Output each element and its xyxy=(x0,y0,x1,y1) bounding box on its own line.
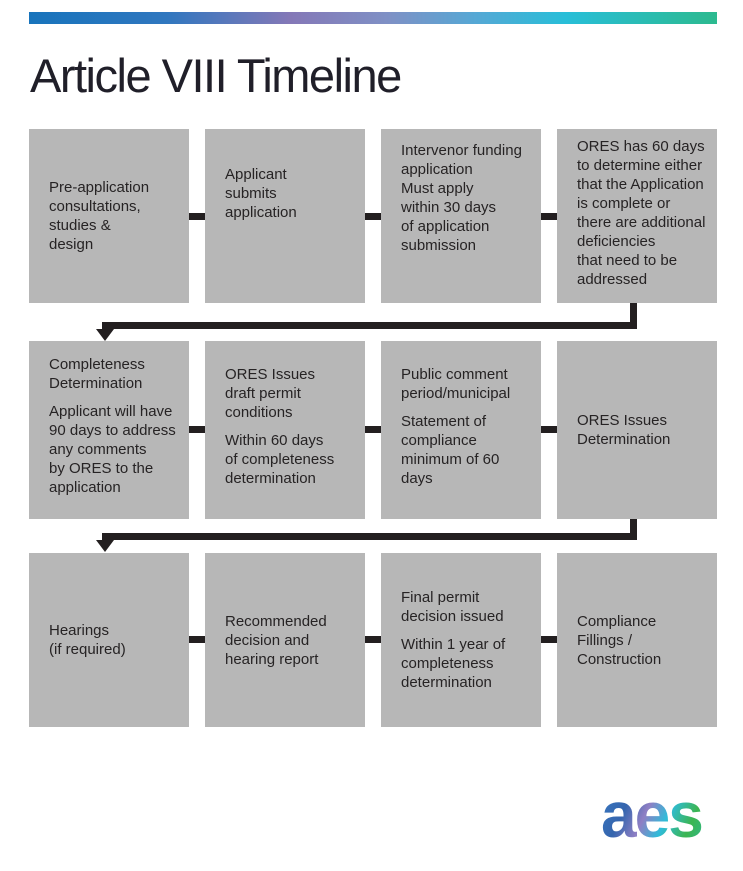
box-text: Within 1 year of completeness determinat… xyxy=(401,636,506,691)
connector-dash xyxy=(365,213,381,220)
box-ores-completeness-review: ORES has 60 days to determine either tha… xyxy=(557,129,717,303)
box-public-comment-period: Public comment period/municipal Statemen… xyxy=(381,341,541,519)
box-text: Recommended decision and hearing report xyxy=(225,612,327,668)
connector-line xyxy=(630,303,637,329)
box-text: Statement of compliance minimum of 60 da… xyxy=(401,413,500,487)
connector-line xyxy=(102,533,637,540)
arrow-down-icon xyxy=(96,540,114,552)
box-text: ORES has 60 days to determine either tha… xyxy=(577,138,706,288)
connector-dash xyxy=(189,426,205,433)
box-text: Completeness Determination xyxy=(49,356,145,392)
connector-line xyxy=(630,519,637,540)
connector-dash xyxy=(541,426,557,433)
box-ores-issues-determination: ORES Issues Determination xyxy=(557,341,717,519)
connector-dash xyxy=(189,636,205,643)
box-text: Applicant submits application xyxy=(225,166,297,221)
aes-logo: aes xyxy=(601,779,704,851)
box-text: Applicant will have 90 days to address a… xyxy=(49,403,176,496)
box-recommended-decision: Recommended decision and hearing report xyxy=(205,553,365,727)
box-final-permit-decision: Final permit decision issued Within 1 ye… xyxy=(381,553,541,727)
box-text: Public comment period/municipal xyxy=(401,366,511,402)
box-text: Pre-application consultations, studies &… xyxy=(49,179,150,253)
box-hearings: Hearings (if required) xyxy=(29,553,189,727)
box-text: Final permit decision issued xyxy=(401,589,504,625)
box-intervenor-funding: Intervenor funding application Must appl… xyxy=(381,129,541,303)
box-draft-permit-conditions: ORES Issues draft permit conditions With… xyxy=(205,341,365,519)
connector-dash xyxy=(541,636,557,643)
box-completeness-determination: Completeness Determination Applicant wil… xyxy=(29,341,189,519)
box-text: ORES Issues draft permit conditions xyxy=(225,366,316,421)
connector-dash xyxy=(365,426,381,433)
arrow-down-icon xyxy=(96,329,114,341)
box-compliance-construction: Compliance Fillings / Construction xyxy=(557,553,717,727)
gradient-accent-bar xyxy=(29,12,717,24)
box-text: Intervenor funding application Must appl… xyxy=(401,142,522,254)
box-pre-application: Pre-application consultations, studies &… xyxy=(29,129,189,303)
connector-dash xyxy=(189,213,205,220)
page-title: Article VIII Timeline xyxy=(30,49,402,102)
box-text: ORES Issues Determination xyxy=(577,412,671,448)
connector-dash xyxy=(365,636,381,643)
box-applicant-submits: Applicant submits application xyxy=(205,129,365,303)
box-text: Hearings (if required) xyxy=(49,622,126,658)
box-text: Compliance Fillings / Construction xyxy=(577,612,662,668)
connector-dash xyxy=(541,213,557,220)
box-text: Within 60 days of completeness determina… xyxy=(225,432,335,487)
connector-line xyxy=(102,322,637,329)
